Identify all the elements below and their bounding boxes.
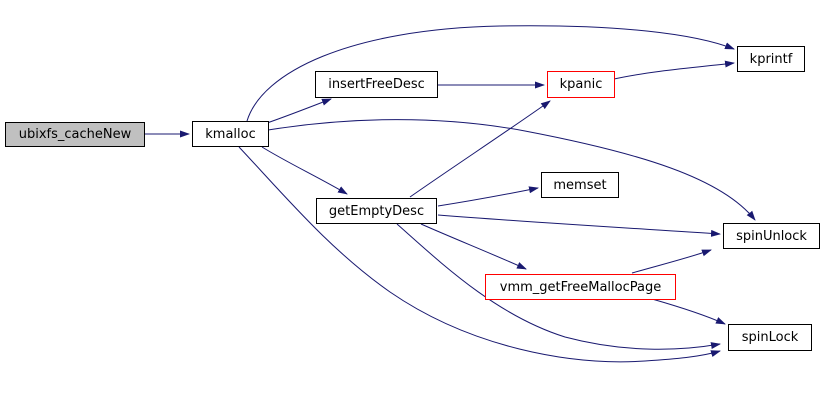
node-vmm-getfreemallocpage-label: vmm_getFreeMallocPage (499, 279, 662, 295)
node-kprintf-label: kprintf (749, 51, 793, 67)
node-getemptydesc-label: getEmptyDesc (328, 203, 425, 219)
edge-vmm_getFreeMallocPage-spinUnlock (631, 249, 712, 274)
edge-getEmptyDesc-spinUnlock (437, 214, 721, 237)
node-spinunlock[interactable]: spinUnlock (723, 223, 820, 249)
node-insertfreedesc[interactable]: insertFreeDesc (315, 71, 438, 98)
node-ubixfs-cachenew: ubixfs_cacheNew (5, 122, 145, 147)
edge-getEmptyDesc-vmm_getFreeMallocPage (420, 223, 527, 270)
node-spinunlock-label: spinUnlock (736, 228, 807, 244)
node-kpanic[interactable]: kpanic (547, 71, 615, 98)
edge-kmalloc-kprintf (246, 25, 735, 122)
node-spinlock[interactable]: spinLock (728, 324, 812, 351)
edge-kmalloc-spinUnlock (267, 119, 756, 221)
node-memset-label: memset (553, 177, 607, 193)
node-kprintf[interactable]: kprintf (737, 46, 805, 72)
node-kmalloc[interactable]: kmalloc (192, 121, 269, 147)
edge-vmm_getFreeMallocPage-spinLock (651, 298, 726, 325)
node-kpanic-label: kpanic (559, 77, 603, 92)
node-spinlock-label: spinLock (741, 330, 799, 345)
node-ubixfs-cachenew-label: ubixfs_cacheNew (18, 127, 132, 142)
edge-kmalloc-spinLock (238, 146, 721, 363)
edge-getEmptyDesc-spinLock (396, 223, 721, 350)
node-kmalloc-label: kmalloc (205, 126, 256, 142)
edge-kmalloc-insertFreeDesc (266, 98, 332, 124)
node-vmm-getfreemallocpage[interactable]: vmm_getFreeMallocPage (485, 274, 676, 300)
edge-getEmptyDesc-memset (437, 186, 539, 207)
node-memset[interactable]: memset (541, 172, 619, 198)
node-getemptydesc[interactable]: getEmptyDesc (316, 198, 437, 224)
edge-getEmptyDesc-kpanic (409, 100, 551, 198)
edge-kmalloc-getEmptyDesc (261, 146, 348, 195)
node-insertfreedesc-label: insertFreeDesc (328, 77, 425, 92)
edge-kpanic-kprintf (613, 60, 735, 80)
